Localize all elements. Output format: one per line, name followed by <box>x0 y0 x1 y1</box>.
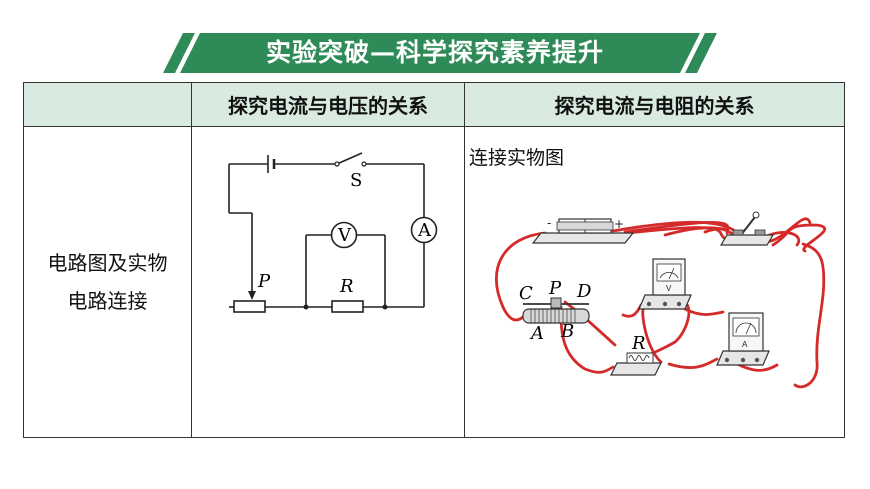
battery-minus: - <box>547 216 551 230</box>
row-label-line1: 电路图及实物 <box>47 251 168 275</box>
rheostat-label-c: C <box>519 283 533 304</box>
title-banner: 实验突破—科学探究素养提升 <box>0 0 870 80</box>
circuit-diagram-cell: S V A P R <box>191 126 465 438</box>
header-cell-resistance: 探究电流与电阻的关系 <box>464 82 845 127</box>
physical-circuit-caption: 连接实物图 <box>469 147 565 169</box>
slider-label: P <box>257 271 271 292</box>
rheostat-label-d: D <box>576 281 592 302</box>
experiment-table: 探究电流与电压的关系 探究电流与电阻的关系 电路图及实物 电路连接 <box>23 82 845 438</box>
photo-resistor-label: R <box>631 333 646 354</box>
row-label: 电路图及实物 电路连接 <box>23 126 192 438</box>
battery-box: - + <box>531 216 635 244</box>
ammeter-label: A <box>417 220 432 241</box>
switch-label: S <box>350 170 362 191</box>
fixed-resistor-device: R <box>610 333 662 376</box>
battery-plus: + <box>614 217 624 231</box>
voltmeter-device: V <box>638 258 692 310</box>
rheostat-device: C P D A B <box>519 278 592 344</box>
voltmeter-symbol <box>330 221 358 249</box>
resistor-label: R <box>339 276 354 297</box>
resistor-symbol <box>331 300 364 313</box>
rheostat-label-p: P <box>548 278 562 299</box>
ammeter-device: A <box>716 312 770 366</box>
rheostat-label-b: B <box>560 321 574 342</box>
banner-shape <box>163 33 717 73</box>
rheostat-symbol <box>233 300 266 313</box>
photo-ammeter-label: A <box>742 340 748 349</box>
slider-arrow <box>248 291 256 300</box>
switch-device <box>719 211 775 246</box>
row-label-line2: 电路连接 <box>67 289 148 313</box>
photo-voltmeter-label: V <box>666 284 672 293</box>
physical-circuit-illustration: - + <box>494 211 826 389</box>
header-cell-empty <box>23 82 192 127</box>
voltmeter-label: V <box>337 225 352 246</box>
header-cell-voltage: 探究电流与电压的关系 <box>191 82 465 127</box>
switch-blade <box>336 152 363 165</box>
table-row: 电路图及实物 电路连接 <box>23 126 845 438</box>
banner-title: 实验突破—科学探究素养提升 <box>265 38 604 67</box>
ammeter-symbol <box>410 216 438 244</box>
rheostat-label-a: A <box>529 323 544 344</box>
circuit-diagram: S V A P R <box>228 152 438 313</box>
physical-circuit-cell: 连接实物图 <box>464 126 845 438</box>
table-header-row: 探究电流与电压的关系 探究电流与电阻的关系 <box>23 82 845 127</box>
